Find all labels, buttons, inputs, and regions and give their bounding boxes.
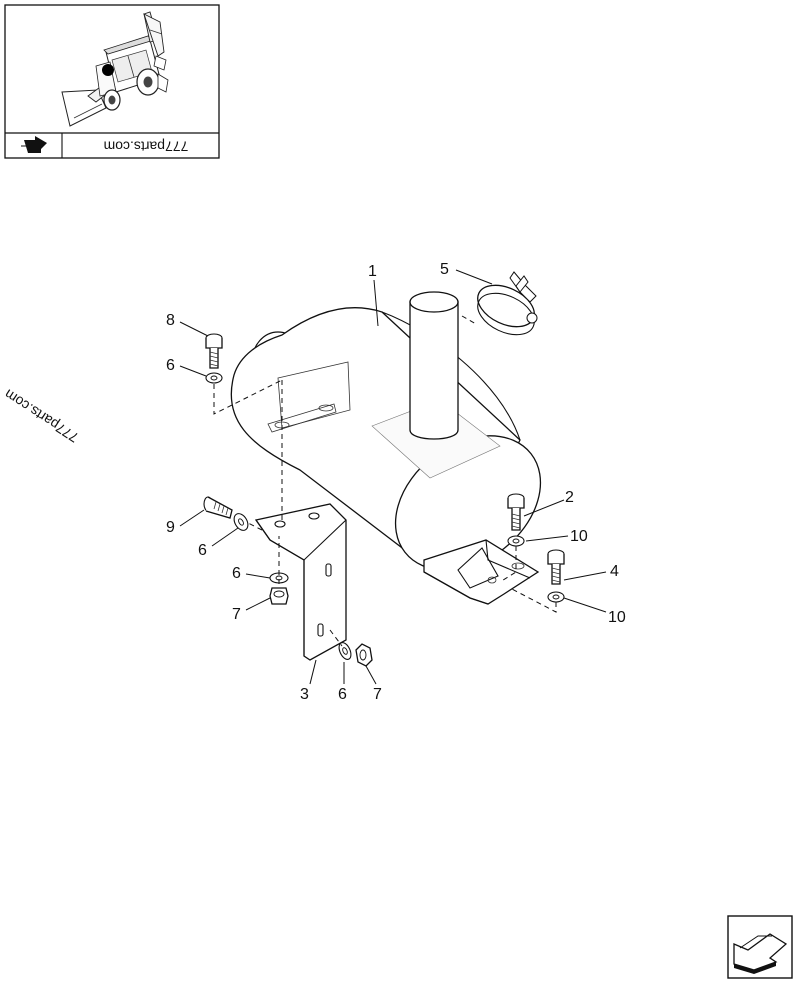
muffler-mount-bracket[interactable]: [423, 539, 540, 605]
bolt-4[interactable]: [547, 549, 565, 585]
callout-6-bottom: 6: [338, 686, 347, 703]
callout-6-middle: 6: [232, 565, 241, 582]
callout-3: 3: [300, 686, 309, 703]
next-page-icon[interactable]: [727, 915, 793, 979]
washer-6-top[interactable]: [205, 372, 223, 384]
backhoe-loader-thumbnail: [61, 11, 169, 127]
callout-5: 5: [440, 261, 449, 278]
washer-6-bottom[interactable]: [337, 641, 354, 662]
washer-10-lower[interactable]: [547, 591, 565, 603]
watermark-text: 777parts.com: [1, 386, 81, 446]
nut-7-bottom[interactable]: [355, 643, 373, 667]
callout-2: 2: [565, 489, 574, 506]
callout-7-bottom: 7: [373, 686, 382, 703]
callout-4: 4: [610, 563, 619, 580]
side-bracket[interactable]: [254, 503, 347, 661]
thumbnail-panel[interactable]: 777parts.com: [4, 4, 220, 159]
callout-10-lower: 10: [608, 609, 626, 626]
callout-6-top: 6: [166, 357, 175, 374]
callout-8: 8: [166, 312, 175, 329]
callout-leaders: [179, 269, 607, 685]
callout-10-upper: 10: [570, 528, 588, 545]
callout-6-left: 6: [198, 542, 207, 559]
navigate-icon[interactable]: [21, 136, 47, 153]
callout-9: 9: [166, 519, 175, 536]
callout-1: 1: [368, 263, 377, 280]
nut-7-left[interactable]: [269, 587, 289, 605]
bolt-8[interactable]: [205, 333, 223, 369]
assembly-lines: [213, 315, 557, 647]
callout-7-left: 7: [232, 606, 241, 623]
bolt-9[interactable]: [203, 496, 233, 519]
bolt-2[interactable]: [507, 493, 525, 531]
exhaust-clamp[interactable]: [471, 271, 541, 343]
thumbnail-caption: 777parts.com: [104, 138, 189, 154]
washer-6-left[interactable]: [231, 511, 250, 533]
washer-10-upper[interactable]: [507, 535, 525, 547]
muffler[interactable]: [230, 291, 567, 598]
